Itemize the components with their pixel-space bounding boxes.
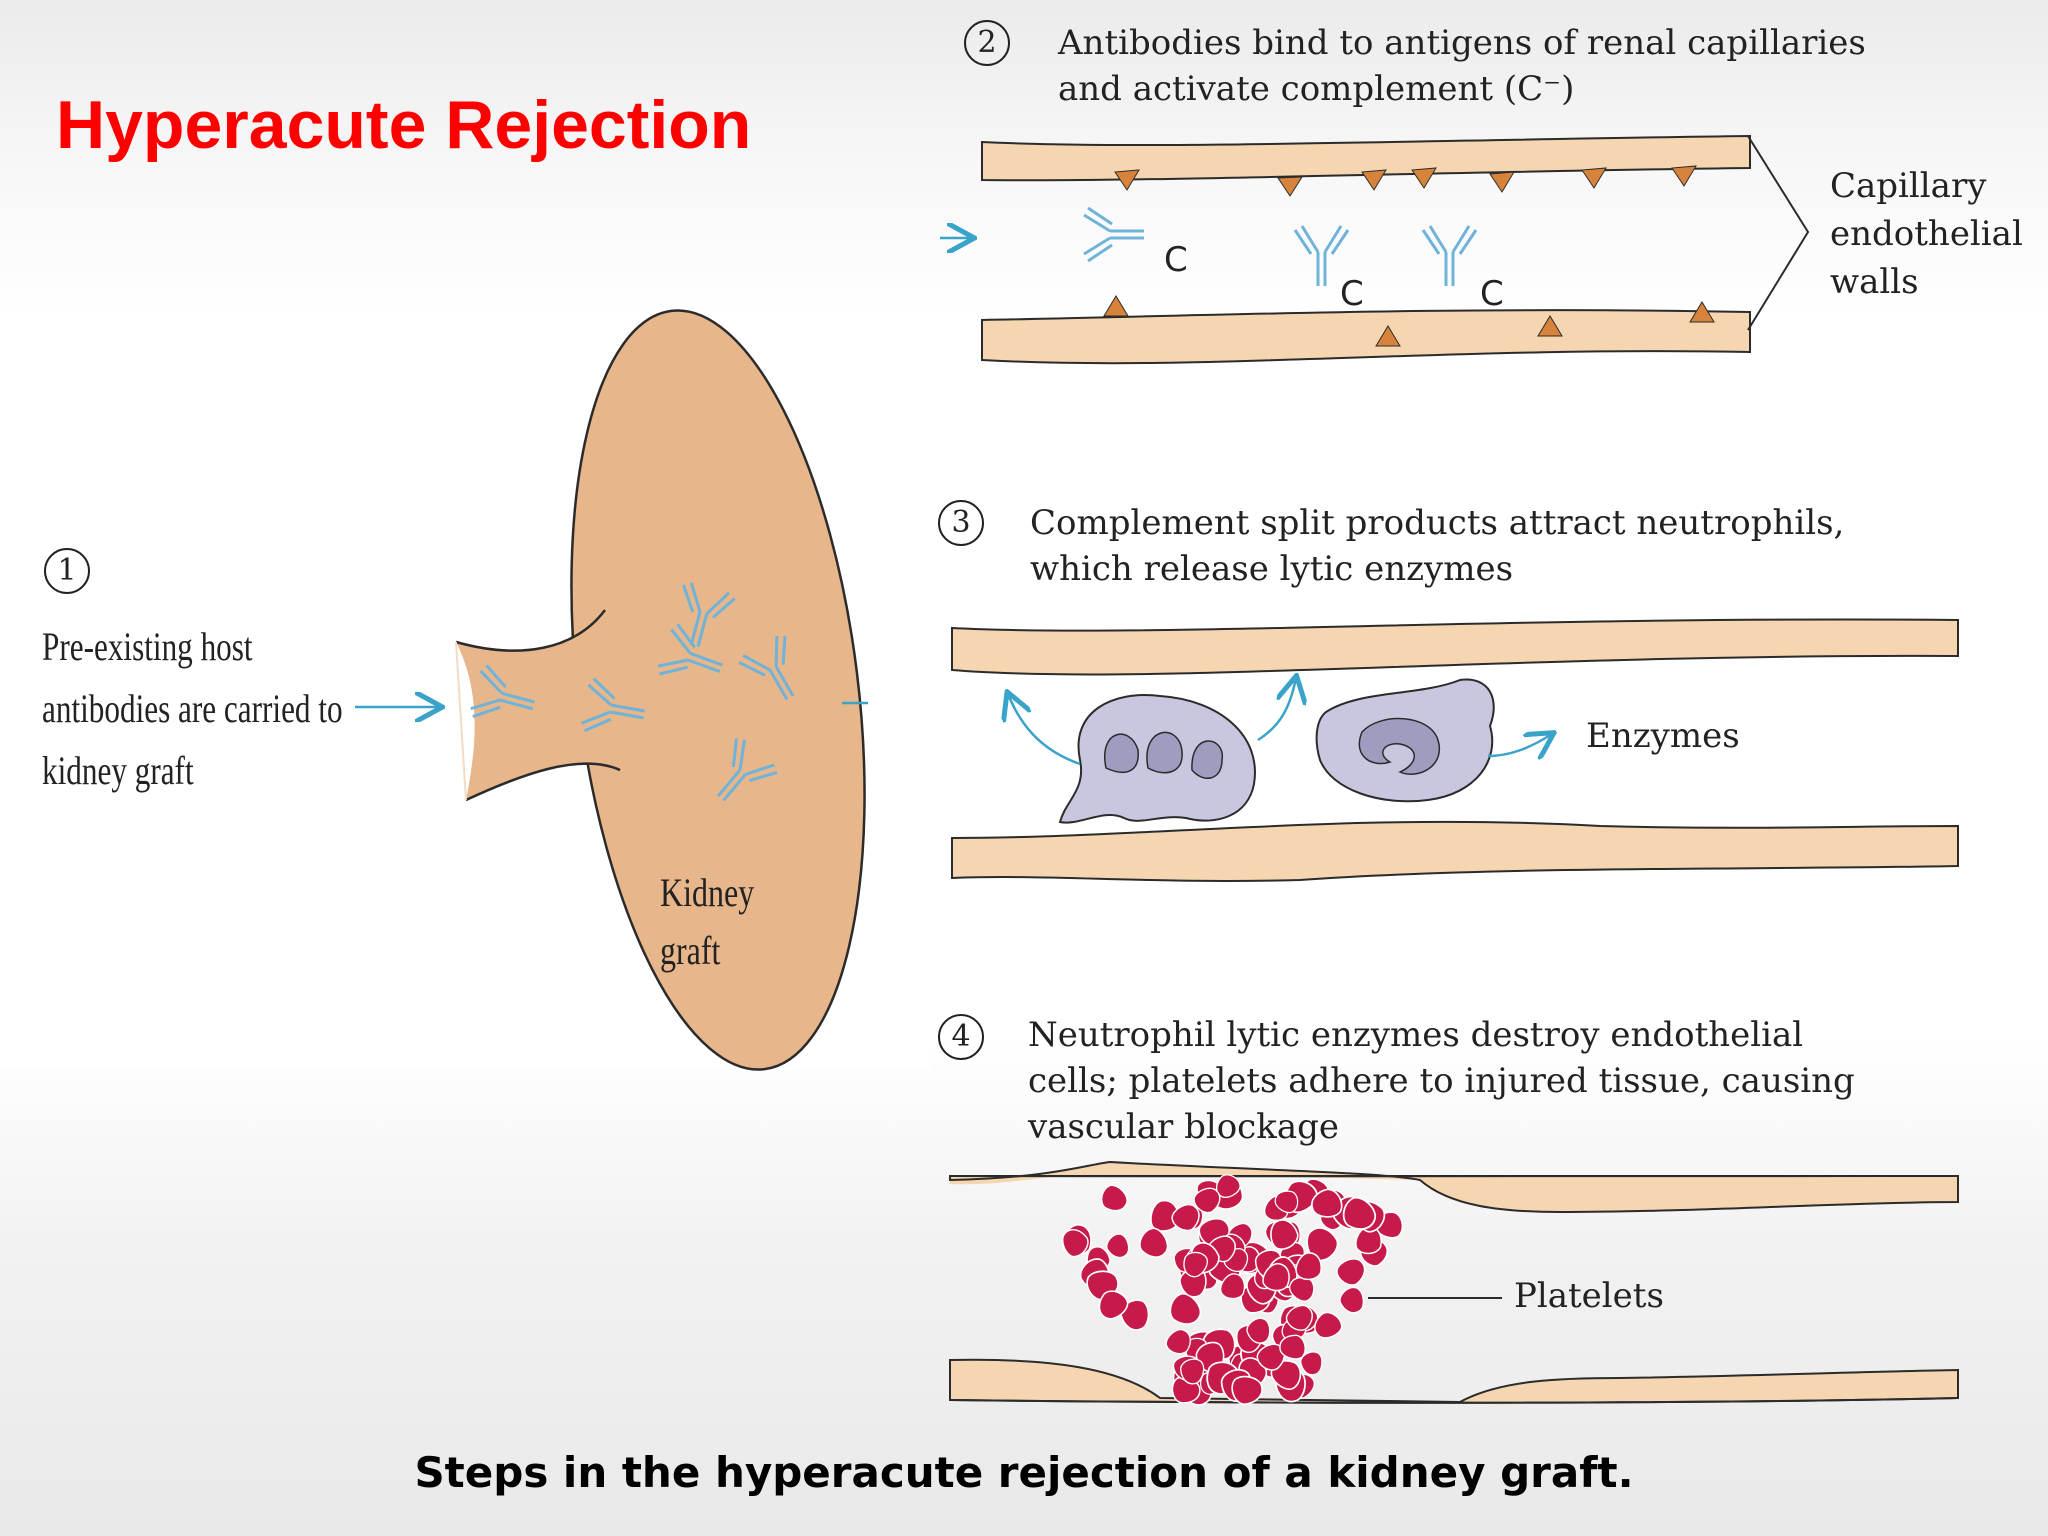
platelet — [1339, 1286, 1365, 1314]
platelet — [1246, 1317, 1271, 1344]
platelet — [1179, 1358, 1205, 1385]
platelet — [1098, 1290, 1129, 1320]
step-2-number: 2 — [964, 20, 1010, 66]
step-3-description: Complement split products attract neutro… — [1030, 500, 1844, 592]
figure-caption: Steps in the hyperacute rejection of a k… — [414, 1448, 1634, 1497]
enzymes-label: Enzymes — [1586, 716, 1740, 756]
step-3-line: Complement split products attract neutro… — [1030, 503, 1845, 543]
platelets-label: Platelets — [1514, 1276, 1664, 1316]
complement-label: C — [1480, 274, 1504, 314]
step-2-line: and activate complement (C⁻) — [1058, 69, 1575, 109]
step-1-line: kidney graft — [42, 748, 194, 793]
step-4-number: 4 — [938, 1014, 984, 1060]
step-1-description: Pre-existing host antibodies are carried… — [42, 616, 343, 802]
platelet — [1256, 1343, 1286, 1371]
complement-label: C — [1340, 274, 1364, 314]
platelet — [1295, 1252, 1322, 1281]
kidney-graft-label: Kidney graft — [660, 864, 754, 980]
antibody-icon — [1082, 206, 1146, 263]
platelet — [1342, 1196, 1377, 1230]
platelet — [1270, 1219, 1299, 1250]
platelet — [1311, 1188, 1343, 1218]
platelet — [1300, 1351, 1323, 1376]
platelet — [1165, 1328, 1191, 1355]
platelet — [1215, 1174, 1241, 1198]
kidney-label-line: Kidney — [660, 870, 755, 915]
platelet — [1314, 1311, 1343, 1339]
kidney-label-line: graft — [660, 928, 721, 973]
platelet — [1274, 1190, 1299, 1214]
capillary-walls-label: Capillary endothelial walls — [1830, 162, 2023, 306]
step-4-description: Neutrophil lytic enzymes destroy endothe… — [1028, 1012, 1855, 1150]
capillary-label-line: endothelial — [1830, 214, 2023, 254]
step-1-number: 1 — [44, 548, 90, 594]
complement-label: C — [1164, 240, 1188, 280]
step-3-number: 3 — [938, 500, 984, 546]
platelet — [1289, 1276, 1315, 1302]
platelet — [1150, 1199, 1181, 1232]
platelet — [1169, 1292, 1202, 1325]
platelet — [1219, 1273, 1246, 1300]
platelet — [1279, 1334, 1306, 1360]
step-4-line: Neutrophil lytic enzymes destroy endothe… — [1028, 1015, 1804, 1055]
slide-title: Hyperacute Rejection — [56, 87, 752, 163]
platelet — [1193, 1187, 1221, 1214]
capillary-vessel-2 — [940, 134, 1810, 365]
platelet — [1061, 1229, 1089, 1258]
platelet — [1336, 1258, 1366, 1286]
platelet-cluster — [1061, 1174, 1404, 1406]
platelet — [1285, 1304, 1313, 1331]
platelet — [1100, 1184, 1128, 1212]
capillary-label-line: Capillary — [1830, 166, 1987, 206]
step-4-line: vascular blockage — [1028, 1107, 1339, 1147]
capillary-label-line: walls — [1830, 262, 1919, 302]
step-3-line: which release lytic enzymes — [1030, 549, 1514, 589]
platelet — [1306, 1227, 1339, 1262]
platelet — [1355, 1225, 1382, 1255]
step-1-line: antibodies are carried to — [42, 686, 343, 731]
step-2-description: Antibodies bind to antigens of renal cap… — [1058, 20, 1866, 112]
platelet — [1262, 1262, 1290, 1292]
capillary-vessel-3 — [951, 618, 1959, 882]
platelet — [1183, 1251, 1208, 1278]
platelet — [1231, 1375, 1263, 1406]
step-4-line: cells; platelets adhere to injured tissu… — [1028, 1061, 1855, 1101]
platelet — [1106, 1233, 1130, 1259]
platelet — [1171, 1203, 1200, 1232]
platelet — [1139, 1227, 1169, 1258]
antibody-icon — [1421, 224, 1478, 288]
step-1-line: Pre-existing host — [42, 624, 253, 669]
kidney-graft — [455, 309, 866, 1071]
capillary-vessel-4 — [949, 1160, 1959, 1404]
step-2-line: Antibodies bind to antigens of renal cap… — [1058, 23, 1866, 63]
